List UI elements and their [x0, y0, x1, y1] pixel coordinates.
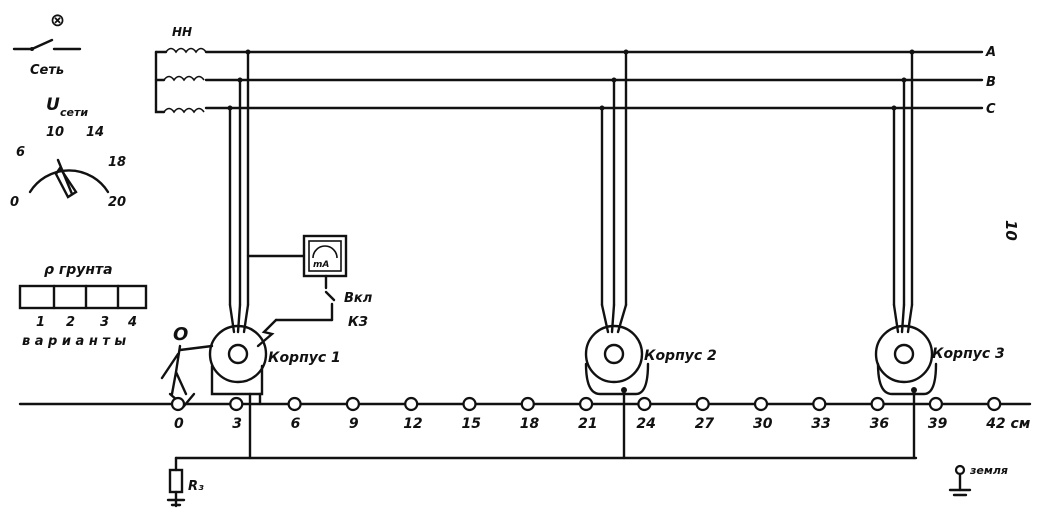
ground-point-8[interactable]	[637, 396, 652, 412]
ground-point-label-14: 42 см	[985, 416, 1030, 432]
soil-cell-label-3: 3	[100, 315, 109, 330]
ground-point-6[interactable]	[520, 396, 535, 412]
resistor-label: R₃	[188, 479, 204, 494]
soil-resistivity-selector: ρ грунта 1 2 3 4 в а р и а н т ы	[18, 262, 148, 349]
soil-variant-4[interactable]	[118, 286, 146, 308]
ground-point-1[interactable]	[229, 396, 244, 412]
short-circuit-label-top: Вкл	[344, 291, 373, 306]
ground-point-label-10: 30	[753, 416, 773, 432]
person-label: О	[173, 324, 188, 345]
earth-bus	[174, 388, 918, 460]
ground-point-14[interactable]	[987, 396, 1002, 412]
dial-tick-0: 0	[10, 195, 19, 210]
mains-switch[interactable]: ⊗ Сеть	[12, 10, 82, 78]
soil-cell-label-4: 4	[127, 315, 137, 330]
voltmeter-title: U	[46, 95, 60, 115]
soil-title: ρ грунта	[44, 262, 113, 278]
ground-point-13[interactable]	[928, 396, 944, 412]
feeder-1	[227, 49, 251, 334]
phase-label-c: C	[986, 102, 996, 117]
soil-variant-3[interactable]	[86, 286, 118, 308]
short-circuit-label-bottom: КЗ	[348, 315, 368, 330]
earth-label: земля	[969, 464, 1008, 477]
ground-point-label-7: 21	[578, 416, 597, 432]
phase-bus: A B C	[204, 45, 996, 117]
housing-label-3: Корпус 3	[932, 346, 1005, 362]
ground-point-5[interactable]	[462, 396, 477, 412]
earth-terminal[interactable]: земля	[948, 464, 1008, 497]
ground-point-label-8: 24	[636, 416, 655, 432]
dial-tick-6: 6	[16, 145, 25, 160]
ground-point-label-6: 18	[520, 416, 540, 432]
dial-tick-14: 14	[86, 125, 104, 140]
milliammeter: mA	[246, 234, 348, 278]
ground-point-7[interactable]	[578, 396, 594, 412]
voltmeter-title-sub: сети	[60, 106, 88, 119]
voltmeter-dial[interactable]: U сети 0 6 10 14 18 20	[10, 95, 126, 210]
ground-point-label-12: 36	[870, 416, 890, 432]
ground-point-9[interactable]	[695, 396, 710, 412]
transformer-secondary: НН	[154, 25, 207, 114]
ground-point-12[interactable]	[870, 396, 885, 412]
short-circuit-switch[interactable]: Вкл КЗ	[256, 274, 373, 348]
page-number: 10	[1002, 220, 1020, 241]
soil-variant-1[interactable]	[20, 286, 54, 308]
ground-point-0[interactable]	[170, 396, 186, 412]
dial-knob[interactable]	[54, 158, 78, 199]
soil-caption: в а р и а н т ы	[22, 334, 126, 349]
ground-point-label-9: 27	[695, 416, 715, 432]
soil-variant-2[interactable]	[54, 286, 86, 308]
ground-point-label-4: 12	[403, 416, 422, 432]
person-figure: О	[160, 324, 214, 408]
ground-point-2[interactable]	[287, 396, 302, 412]
housing-label-2: Корпус 2	[644, 348, 717, 364]
dial-tick-20: 20	[108, 195, 126, 210]
ground-point-10[interactable]	[753, 396, 769, 412]
housing-label-1: Корпус 1	[268, 350, 341, 366]
soil-cell-label-2: 2	[66, 315, 75, 330]
ground-point-4[interactable]	[404, 396, 419, 412]
ground-point-11[interactable]	[812, 396, 827, 412]
ground-point-label-2: 6	[291, 416, 301, 432]
switch-symbol: ⊗	[50, 10, 65, 31]
dial-tick-18: 18	[108, 155, 126, 170]
soil-cell-label-1: 1	[36, 315, 45, 330]
dial-tick-10: 10	[46, 125, 64, 140]
housing-2[interactable]: Корпус 2	[584, 324, 717, 396]
switch-label: Сеть	[30, 63, 64, 78]
housing-3[interactable]: Корпус 3	[874, 324, 1005, 396]
ground-point-3[interactable]	[345, 396, 360, 412]
phase-label-b: B	[986, 75, 996, 90]
ground-point-label-11: 33	[811, 416, 830, 432]
ground-point-label-0: 0	[174, 416, 184, 432]
dial-arc	[28, 169, 110, 194]
ground-point-label-3: 9	[349, 416, 359, 432]
feeder-3	[891, 49, 915, 334]
feeder-2	[599, 49, 629, 334]
housing-1[interactable]: Корпус 1	[208, 324, 341, 406]
ground-point-label-13: 39	[928, 416, 948, 432]
transformer-label: НН	[172, 25, 192, 39]
ammeter-label: mA	[313, 260, 329, 270]
ground-point-label-5: 15	[462, 416, 482, 432]
ground-resistor: R₃	[166, 456, 204, 508]
ground-point-label-1: 3	[232, 416, 242, 432]
phase-label-a: A	[985, 45, 996, 60]
